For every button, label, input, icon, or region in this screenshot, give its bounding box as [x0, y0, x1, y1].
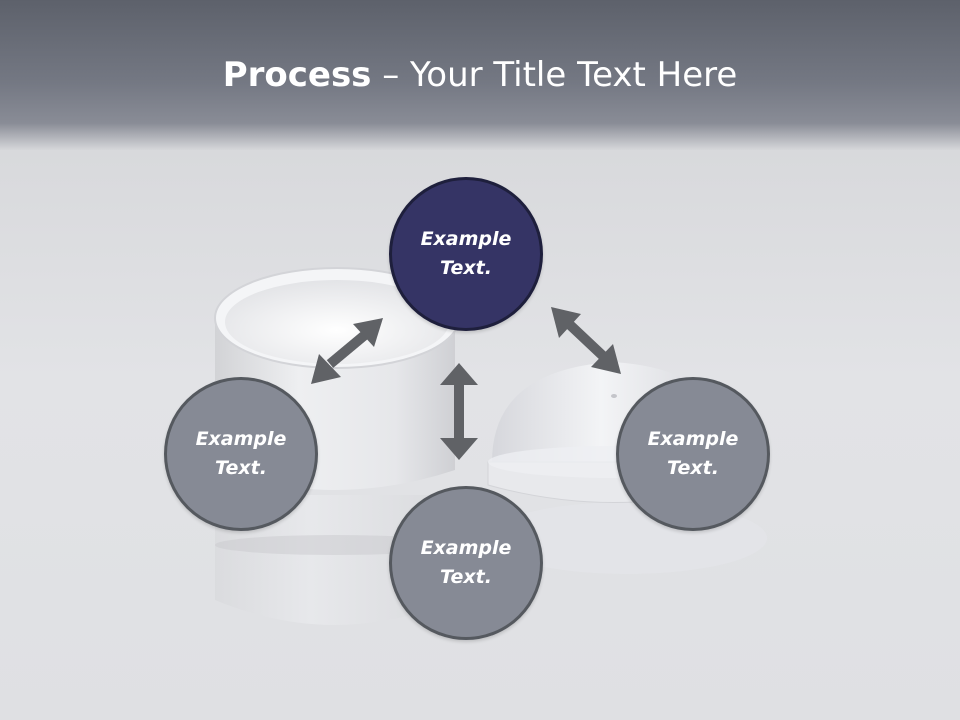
node-right-line1: Example	[647, 428, 739, 450]
node-left-text: Example Text.	[196, 425, 287, 483]
node-bottom-line1: Example	[420, 537, 512, 559]
title-bold: Process	[222, 55, 372, 95]
title-rest: – Your Title Text Here	[371, 55, 738, 95]
node-top: Example Text.	[389, 177, 543, 331]
node-left: Example Text.	[164, 377, 318, 531]
node-left-line1: Example	[195, 428, 287, 450]
slide-title: Process – Your Title Text Here	[0, 52, 960, 98]
node-left-line2: Text.	[215, 457, 267, 479]
title-bar	[0, 0, 960, 150]
node-bottom-text: Example Text.	[421, 534, 512, 592]
node-right: Example Text.	[616, 377, 770, 531]
node-top-line2: Text.	[440, 257, 492, 279]
node-bottom: Example Text.	[389, 486, 543, 640]
node-right-line2: Text.	[667, 457, 719, 479]
arrow-top-right	[551, 307, 621, 374]
arrow-vertical	[440, 363, 478, 460]
node-top-text: Example Text.	[421, 225, 512, 283]
arrow-top-left	[311, 318, 383, 384]
node-right-text: Example Text.	[648, 425, 739, 483]
node-bottom-line2: Text.	[440, 566, 492, 588]
node-top-line1: Example	[420, 228, 512, 250]
